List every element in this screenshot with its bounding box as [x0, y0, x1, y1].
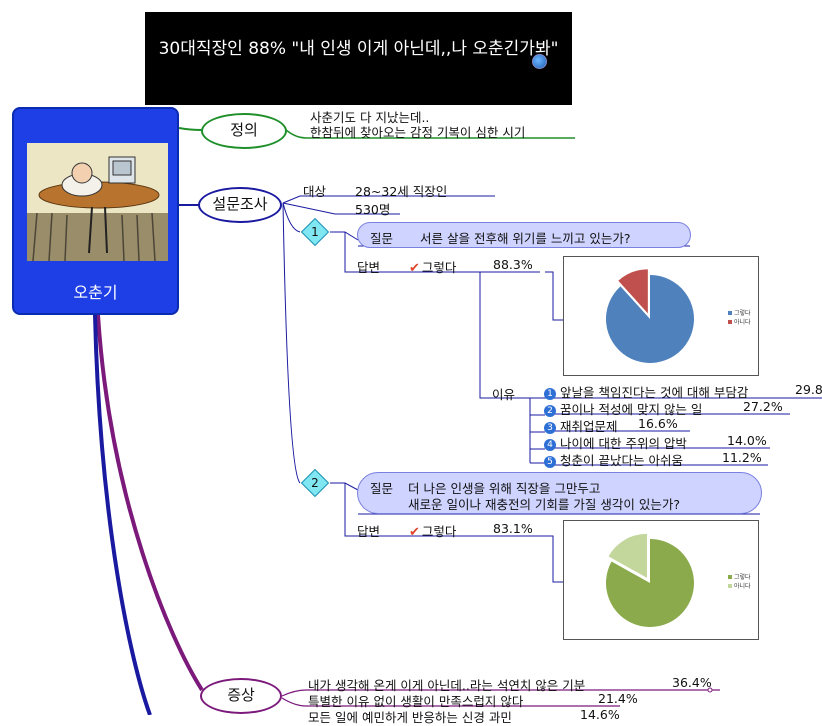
symptom-pct-2: 21.4%: [598, 691, 638, 706]
definition-line-1: 사춘기도 다 지났는데..: [310, 110, 430, 125]
answer-1-percent: 88.3%: [493, 257, 533, 272]
question-1-text: 서른 살을 전후해 위기를 느끼고 있는가?: [420, 231, 631, 246]
number-4-icon: 4: [544, 439, 556, 451]
answer-1-label: 답변: [357, 260, 381, 275]
answer-2-label: 답변: [357, 524, 381, 539]
answer-2-text: 그렇다: [421, 524, 457, 539]
reason-item-3: 3 재취업문제: [544, 416, 618, 435]
question-2-line-2: 새로운 일이나 재충전의 기회를 가질 생각이 있는가?: [408, 497, 680, 512]
reason-text-1: 앞날을 책임진다는 것에 대해 부담감: [560, 385, 749, 400]
reason-pct-5: 11.2%: [722, 450, 762, 465]
number-1-icon: 1: [544, 388, 556, 400]
survey-node[interactable]: 설문조사: [198, 187, 282, 223]
number-2-icon: 2: [544, 405, 556, 417]
pie-2-legend-swatch-0: [728, 575, 732, 579]
symptom-pct-1: 36.4%: [672, 675, 712, 690]
globe-icon: [532, 54, 547, 69]
symptom-node[interactable]: 증상: [200, 678, 282, 714]
reason-pct-3: 16.6%: [638, 416, 678, 431]
symptom-label: 증상: [227, 686, 255, 704]
target-value: 28~32세 직장인: [355, 184, 448, 199]
check-icon: ✔: [409, 261, 420, 276]
pie-2-legend-label-1: 아니다: [734, 582, 751, 590]
reason-pct-4: 14.0%: [727, 433, 767, 448]
definition-label: 정의: [230, 121, 258, 139]
title-text: 30대직장인 88% "내 인생 이게 아닌데,,나 오춘긴가봐": [158, 39, 559, 59]
survey-label: 설문조사: [212, 195, 268, 213]
answer-2-percent: 83.1%: [493, 521, 533, 536]
question-2-line-1: 더 나은 인생을 위해 직장을 그만두고: [408, 481, 601, 496]
reason-item-4: 4 나이에 대한 주위의 압박: [544, 433, 687, 452]
respondent-count: 530명: [355, 202, 391, 217]
central-node[interactable]: 오춘기: [12, 107, 179, 315]
cartoon-image: [27, 143, 168, 261]
question-1-number: 1: [311, 225, 319, 239]
reason-pct-1: 29.8: [795, 382, 822, 397]
pie-2-slice-0: [606, 539, 694, 627]
pie-1-slice-0: [606, 275, 694, 363]
answer-1-text: 그렇다: [421, 260, 457, 275]
reason-label: 이유: [492, 387, 516, 402]
question-2-number: 2: [311, 476, 319, 490]
reason-item-2: 2 꿈이나 적성에 맞지 않는 일: [544, 399, 702, 418]
reason-text-3: 재취업문제: [560, 419, 618, 434]
pie-1-legend-label-0: 그렇다: [734, 309, 751, 317]
reason-text-5: 청춘이 끝났다는 아쉬움: [560, 453, 683, 468]
definition-node[interactable]: 정의: [201, 113, 287, 149]
question-1-label: 질문: [370, 231, 394, 246]
answer-2: ✔그렇다: [409, 521, 456, 540]
symptom-item-2: 특별한 이유 없이 생활이 만족스럽지 않다: [308, 694, 524, 709]
number-5-icon: 5: [544, 456, 556, 468]
pie-1-legend-swatch-0: [728, 311, 732, 315]
definition-line-2: 한참뒤에 찾아오는 감정 기복이 심한 시기: [310, 125, 526, 140]
target-label: 대상: [303, 184, 327, 199]
reason-text-4: 나이에 대한 주위의 압박: [560, 436, 687, 451]
pie-2-legend-label-0: 그렇다: [734, 573, 751, 581]
reason-pct-2: 27.2%: [743, 399, 783, 414]
answer-1: ✔그렇다: [409, 257, 456, 276]
symptom-item-1: 내가 생각해 온게 이게 아닌데..라는 석연치 않은 기분: [308, 678, 586, 693]
question-2-label: 질문: [370, 481, 394, 496]
reason-item-1: 1 앞날을 책임진다는 것에 대해 부담감: [544, 382, 748, 401]
pie-2-slice-1: [608, 533, 647, 578]
question-1-bubble[interactable]: 질문 서른 살을 전후해 위기를 느끼고 있는가?: [357, 222, 691, 248]
pie-1-legend-label-1: 아니다: [734, 318, 751, 326]
pie-1-slice-1: [618, 269, 648, 314]
pie-1-legend-swatch-1: [728, 320, 732, 324]
reason-text-2: 꿈이나 적성에 맞지 않는 일: [560, 402, 703, 417]
question-2-bubble[interactable]: 질문 더 나은 인생을 위해 직장을 그만두고 새로운 일이나 재충전의 기회를…: [357, 472, 762, 514]
reason-item-5: 5 청춘이 끝났다는 아쉬움: [544, 450, 683, 469]
central-label: 오춘기: [73, 283, 118, 302]
check-icon: ✔: [409, 525, 420, 540]
number-3-icon: 3: [544, 422, 556, 434]
symptom-item-3: 모든 일에 예민하게 반응하는 신경 과민: [308, 710, 512, 725]
pie-2-legend-swatch-1: [728, 584, 732, 588]
title-banner: 30대직장인 88% "내 인생 이게 아닌데,,나 오춘긴가봐": [145, 12, 572, 105]
